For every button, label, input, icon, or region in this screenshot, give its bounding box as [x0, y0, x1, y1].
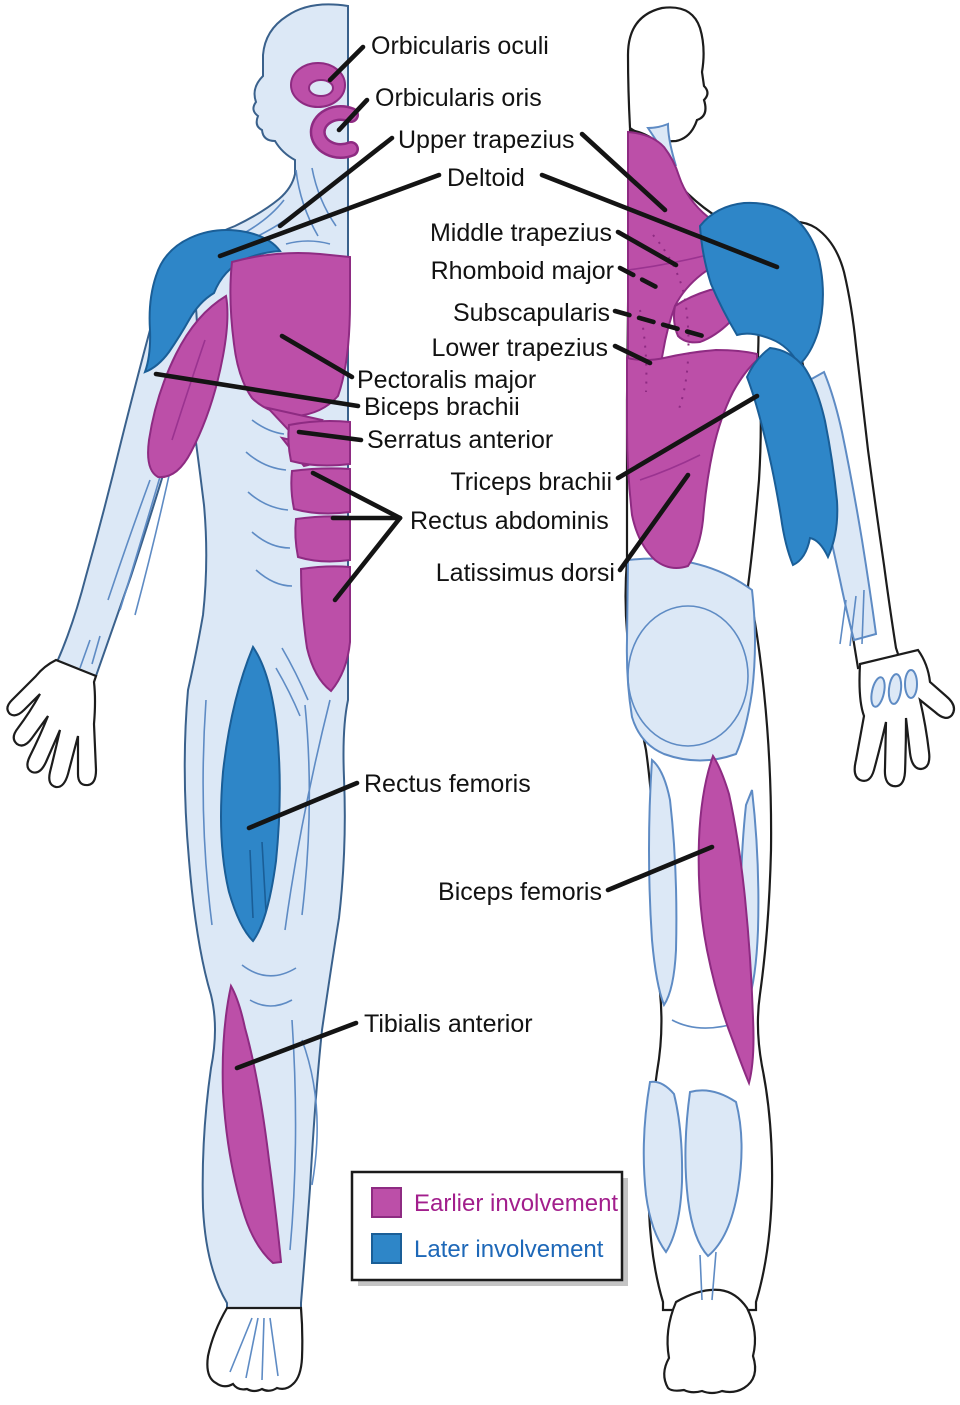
label-rhomboid-major: Rhomboid major [431, 257, 614, 285]
label-subscapularis: Subscapularis [453, 299, 610, 327]
back-calf-left [642, 1080, 684, 1254]
label-tibialis-anterior: Tibialis anterior [364, 1010, 533, 1038]
leader-orbicularis-oculi [327, 44, 366, 83]
biceps-femoris-shape [697, 753, 755, 1087]
leader-latissimus-dorsi [617, 472, 691, 573]
front-hand [6, 658, 98, 789]
back-head [626, 6, 709, 143]
latissimus-seam [639, 454, 701, 481]
back-hand [853, 648, 956, 788]
triceps-brachii-shape [745, 346, 839, 567]
leader-triceps-brachii [615, 393, 760, 481]
labels: Orbicularis oculi Orbicularis oris Upper… [357, 32, 615, 1038]
orbicularis-oculi-opening [308, 79, 334, 97]
label-pectoralis-major: Pectoralis major [357, 366, 536, 394]
orbicularis-oris-shape-inner [312, 107, 357, 157]
biceps-brachii-shape [147, 294, 229, 479]
pectoralis-major-shape [229, 252, 351, 418]
front-foot [206, 1306, 304, 1393]
deltoid-back-shape [698, 201, 824, 367]
back-figure [624, 6, 956, 1395]
gluteus-outline [627, 605, 749, 747]
label-serratus-anterior: Serratus anterior [367, 426, 553, 454]
label-lower-trapezius: Lower trapezius [432, 334, 608, 362]
leader-upper-trapezius-left [277, 135, 395, 229]
leader-lines [153, 44, 780, 1071]
rectus-abdominis-segment-1 [287, 420, 351, 467]
front-detail-lines [79, 167, 337, 1381]
leader-biceps-femoris [605, 844, 715, 893]
back-hip-mass [625, 557, 756, 762]
leader-middle-trapezius [615, 229, 679, 268]
achilles-lines [699, 1251, 717, 1301]
label-deltoid: Deltoid [447, 164, 525, 192]
leader-deltoid-left [217, 172, 442, 259]
leader-rhomboid-major [617, 265, 663, 292]
legend-label-earlier: Earlier involvement [414, 1190, 618, 1217]
biceps-brachii-seam [171, 339, 206, 441]
rectus-abdominis-segment-3 [294, 515, 351, 563]
leader-orbicularis-oris [336, 97, 370, 133]
rectus-femoris-shape [220, 644, 281, 943]
back-thigh-strip-left [648, 757, 678, 1008]
tibialis-anterior-shape [221, 983, 283, 1265]
label-upper-trapezius: Upper trapezius [398, 126, 574, 154]
leader-upper-trapezius-right [579, 131, 668, 213]
back-wrist-tendons [839, 589, 918, 708]
back-foot [663, 1288, 757, 1395]
label-rectus-femoris: Rectus femoris [364, 770, 531, 798]
deltoid-front-shape [143, 229, 282, 374]
leader-rectus-femoris [246, 780, 360, 831]
leader-lower-trapezius [612, 343, 653, 366]
label-orbicularis-oculi: Orbicularis oculi [371, 32, 549, 60]
label-rectus-abdominis: Rectus abdominis [410, 507, 609, 535]
rectus-abdominis-segment-2 [290, 467, 351, 515]
leader-tibialis-anterior [234, 1020, 359, 1071]
leader-deltoid-right [539, 172, 780, 270]
label-triceps-brachii: Triceps brachii [450, 468, 612, 496]
label-biceps-brachii: Biceps brachii [364, 393, 520, 421]
back-calf-right [684, 1089, 743, 1258]
label-orbicularis-oris: Orbicularis oris [375, 84, 542, 112]
leader-pectoralis-major [279, 333, 355, 380]
leader-serratus-anterior [296, 429, 364, 443]
legend-swatch-later [371, 1233, 402, 1264]
leader-rectus-abdominis-3 [332, 515, 403, 603]
rectus-femoris-striations [249, 841, 267, 919]
label-latissimus-dorsi: Latissimus dorsi [436, 559, 615, 587]
leader-rectus-abdominis-1 [310, 470, 403, 521]
leader-biceps-brachii [153, 371, 361, 409]
leader-subscapularis [612, 308, 706, 339]
legend-label-later: Later involvement [414, 1236, 604, 1263]
label-biceps-femoris: Biceps femoris [438, 878, 602, 906]
legend-swatch-earlier [371, 1187, 402, 1218]
label-middle-trapezius: Middle trapezius [430, 219, 612, 247]
legend: Earlier involvement Later involvement [350, 1170, 628, 1286]
